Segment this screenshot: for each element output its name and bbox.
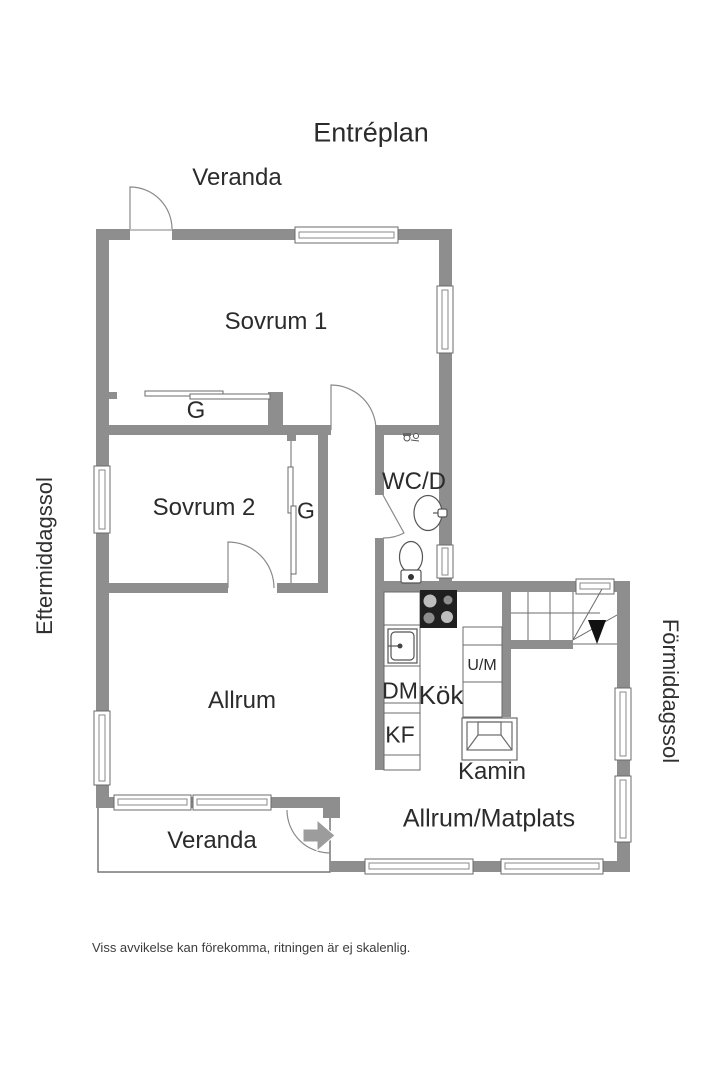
window-icon <box>614 775 632 843</box>
stove-icon <box>420 590 457 628</box>
window-icon <box>614 687 632 761</box>
shower-mixer-icon <box>403 433 420 442</box>
walls <box>96 229 630 872</box>
page-title: Entréplan <box>313 117 429 148</box>
room-label-closet2: G <box>297 497 315 524</box>
door-arc-icon <box>286 809 331 854</box>
label-um: U/M <box>467 657 497 674</box>
disclaimer-text: Viss avvikelse kan förekomma, ritningen … <box>92 940 411 955</box>
label-kf: KF <box>385 721 415 748</box>
room-label-kok: Kök <box>418 680 464 710</box>
staircase <box>511 588 618 645</box>
toilet-icon <box>398 540 424 584</box>
window-icon <box>500 858 604 875</box>
sliding-door-icon <box>144 390 271 400</box>
fireplace-icon <box>461 717 518 761</box>
kitchen-fixtures <box>383 590 503 771</box>
door-arc-icon <box>330 384 377 431</box>
room-label-sovrum1: Sovrum 1 <box>224 308 328 335</box>
window-icon <box>436 285 454 354</box>
windows <box>93 226 632 875</box>
window-icon <box>93 465 111 534</box>
entrance-arrow-icon <box>302 818 336 853</box>
doors <box>129 186 405 854</box>
bathroom-fixtures <box>398 433 448 584</box>
sun-label-right: Förmiddagssol <box>658 618 683 764</box>
window-icon <box>93 710 111 786</box>
kitchen-counter <box>383 591 421 771</box>
door-arc-icon <box>227 541 275 589</box>
um-cabinet <box>462 626 503 718</box>
label-dm: DM <box>382 677 418 704</box>
label-kamin: Kamin <box>457 758 527 785</box>
stairs-down-arrow-icon <box>588 620 606 644</box>
window-icon <box>575 578 615 595</box>
room-label-allrum-matplats: Allrum/Matplats <box>402 804 576 833</box>
sliding-door-icon <box>287 441 297 583</box>
door-arc-icon <box>129 186 173 231</box>
veranda-floor <box>97 805 331 873</box>
sink-icon <box>387 628 418 664</box>
window-icon <box>436 544 454 579</box>
room-label-veranda-bottom: Veranda <box>167 827 257 854</box>
room-label-closet1: G <box>186 397 206 424</box>
window-icon <box>113 794 192 811</box>
room-label-allrum: Allrum <box>207 687 277 714</box>
window-icon <box>192 794 272 811</box>
door-arc-icon <box>382 494 405 539</box>
washbasin-icon <box>413 494 448 532</box>
window-icon <box>364 858 474 875</box>
room-label-wcd: WC/D <box>382 468 446 495</box>
sun-label-left: Eftermiddagssol <box>32 477 57 635</box>
window-icon <box>294 226 399 244</box>
room-label-sovrum2: Sovrum 2 <box>152 494 256 521</box>
room-label-veranda-top: Veranda <box>192 164 282 191</box>
sliding-doors <box>144 390 297 583</box>
